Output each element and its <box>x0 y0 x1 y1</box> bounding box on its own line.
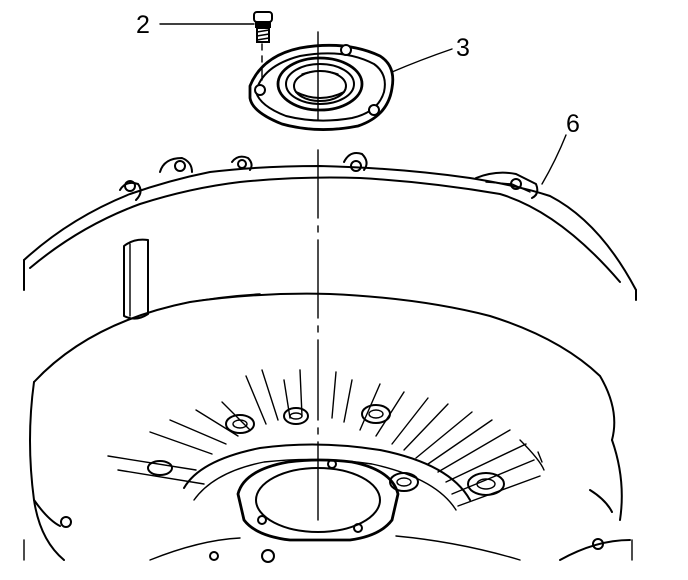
leader-line-case <box>541 134 567 185</box>
edge-marks <box>23 539 633 561</box>
callout-label-bolt: 2 <box>136 11 150 39</box>
case-ribs <box>107 369 541 507</box>
seal-housing-part <box>248 43 395 131</box>
callout-label-seal-housing: 3 <box>456 34 470 62</box>
callout-label-case: 6 <box>566 110 580 138</box>
bolt-part <box>253 11 273 81</box>
leader-lines <box>159 23 567 185</box>
transmission-case-part <box>23 152 637 563</box>
leader-line-seal-housing <box>391 48 453 73</box>
case-center-bore <box>236 458 400 542</box>
